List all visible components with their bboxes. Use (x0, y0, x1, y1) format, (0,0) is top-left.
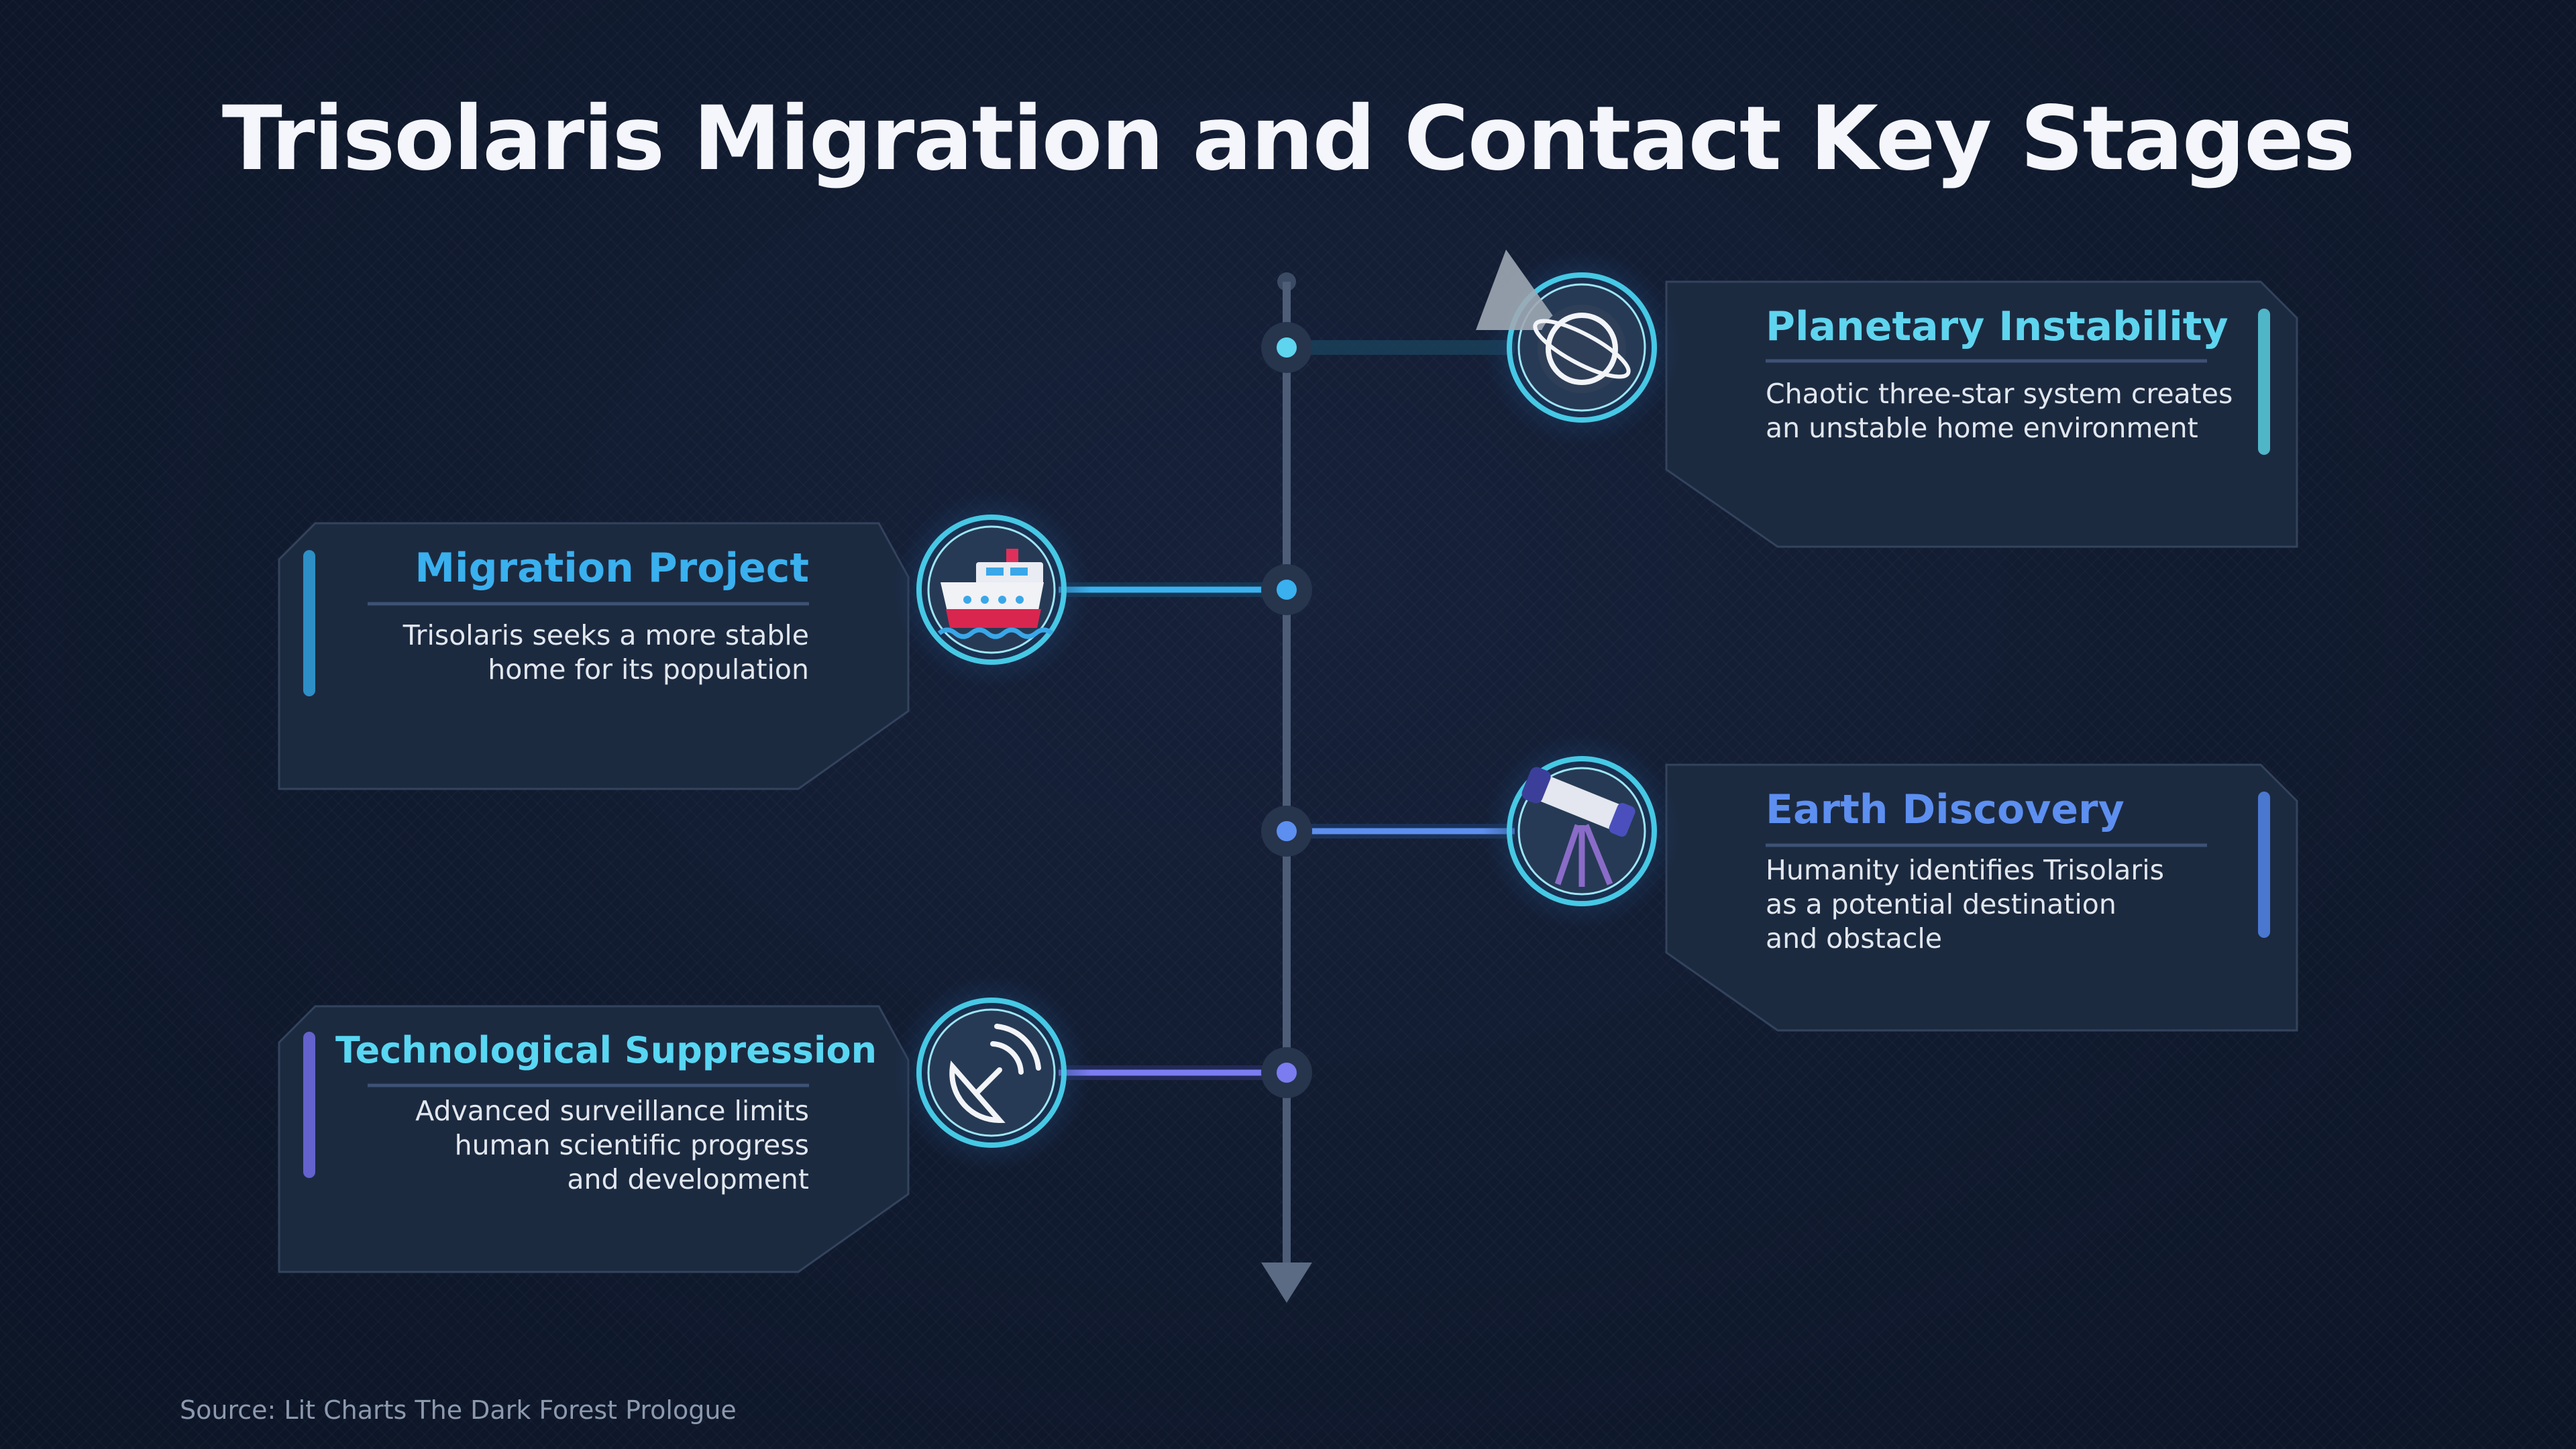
card-accent-bar (303, 550, 315, 696)
planet-icon (1476, 250, 1631, 393)
timeline-arrow-head (1261, 1263, 1312, 1303)
stage-description: Humanity identifies Trisolaris as a pote… (1766, 854, 2164, 955)
stage-heading: Migration Project (415, 545, 809, 592)
stage-description: Advanced surveillance limits human scien… (415, 1095, 809, 1195)
satellite-dish-icon-badge (892, 973, 1091, 1172)
stage-card-planetary-instability (1665, 280, 2298, 548)
stage-text-migration-project: Migration Project Trisolaris seeks a mor… (335, 545, 809, 687)
ship-icon-badge (892, 490, 1091, 689)
connector-planetary-instability (1261, 322, 1515, 373)
connector-earth-discovery (1261, 806, 1515, 857)
connector-migration-project (1059, 564, 1312, 615)
page-title: Trisolaris Migration and Contact Key Sta… (221, 87, 2355, 191)
telescope-icon-badge (1483, 732, 1681, 930)
telescope-icon (1521, 767, 1635, 887)
satellite-dish-icon (949, 1024, 1041, 1124)
stage-heading: Technological Suppression (335, 1029, 877, 1071)
card-accent-bar (2258, 309, 2270, 455)
stage-text-technological-suppression: Technological Suppression Advanced surve… (335, 1029, 877, 1197)
stage-card-earth-discovery (1665, 763, 2298, 1032)
card-accent-bar (2258, 792, 2270, 938)
stage-description: Chaotic three-star system creates an uns… (1766, 378, 2233, 444)
card-accent-bar (303, 1032, 315, 1178)
stage-description: Trisolaris seeks a more stable home for … (402, 619, 809, 686)
stage-heading: Earth Discovery (1766, 786, 2125, 833)
triangle-shape-icon (1476, 250, 1563, 330)
stage-card-migration-project (278, 522, 910, 790)
planet-icon-badge (1476, 248, 1681, 447)
timeline-axis (1261, 272, 1312, 1303)
stage-heading: Planetary Instability (1766, 303, 2229, 350)
source-note: Source: Lit Charts The Dark Forest Prolo… (180, 1395, 737, 1425)
ship-icon (937, 549, 1054, 639)
stage-card-technological-suppression (278, 1005, 910, 1273)
connector-technological-suppression (1059, 1047, 1312, 1098)
stage-text-earth-discovery: Earth Discovery Humanity identifies Tris… (1766, 786, 2235, 956)
stage-text-planetary-instability: Planetary Instability Chaotic three-star… (1766, 303, 2235, 445)
